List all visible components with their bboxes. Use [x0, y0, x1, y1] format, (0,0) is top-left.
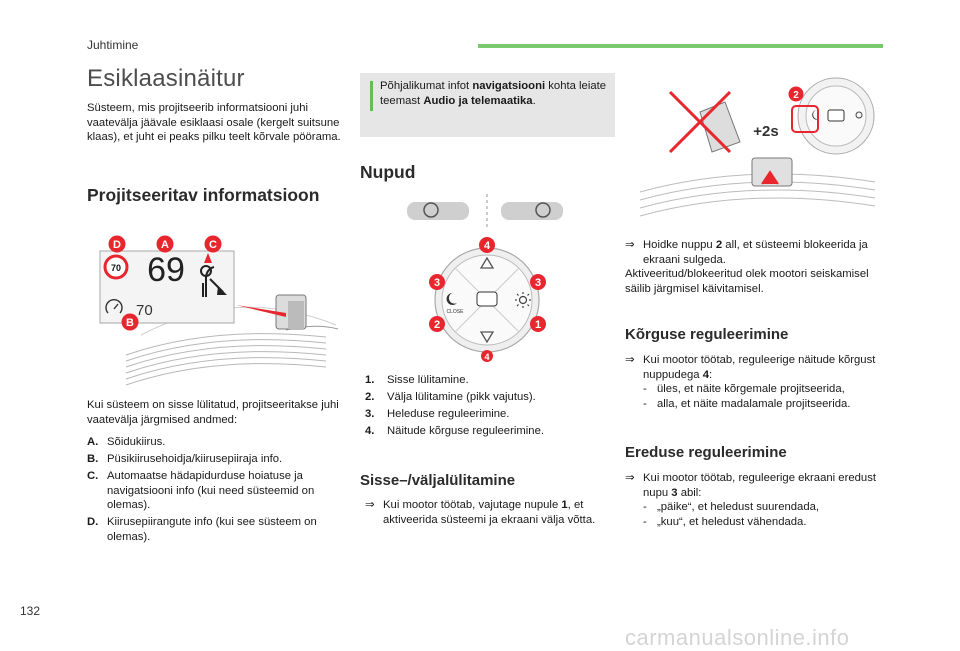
- svg-text:2: 2: [793, 90, 799, 101]
- collision-warning-icon: [204, 253, 212, 263]
- sun-icon: [855, 111, 863, 119]
- bullet-icon: ⇒: [365, 499, 375, 511]
- projected-info-list: A.Sõidukiirus. B.Püsikiirusehoidja/kiiru…: [87, 435, 343, 547]
- button-marker-2: 2: [788, 86, 804, 102]
- heading-projected-info: Projitseeritav informatsioon: [87, 185, 320, 205]
- info-accent-bar: [370, 81, 373, 111]
- svg-text:CLOSE: CLOSE: [447, 309, 465, 315]
- button-marker-4-bottom: 4: [481, 350, 493, 362]
- projection-arrow-icon: [236, 305, 286, 317]
- svg-text:4: 4: [484, 240, 491, 252]
- height-bullet: ⇒ Kui mootor töötab, reguleerige näitude…: [625, 354, 876, 381]
- info-note-box: Põhjalikumat infot navigatsiooni kohta l…: [360, 73, 615, 137]
- list-item: D.Kiirusepiirangute info (kui see süstee…: [87, 516, 317, 543]
- sun-icon: [515, 292, 531, 308]
- projected-lead-text: Kui süsteem on sisse lülitatud, projitse…: [87, 399, 339, 426]
- svg-text:4: 4: [484, 352, 489, 362]
- list-item: -alla, et näite madalamale projitseerida…: [643, 397, 851, 410]
- svg-text:B: B: [126, 317, 134, 329]
- onoff-instruction: ⇒ Kui mootor töötab, vajutage nupule 1, …: [365, 499, 596, 526]
- hold-duration-label: +2s: [753, 123, 778, 140]
- list-item: A.Sõidukiirus.: [87, 436, 166, 448]
- cruise-control-icon: [105, 299, 123, 314]
- list-item: 4.Näitude kõrguse reguleerimine.: [365, 425, 544, 437]
- list-item: -„päike“, et heledust suurendada,: [643, 501, 820, 513]
- bullet-icon: ⇒: [625, 472, 635, 484]
- height-instructions: ⇒ Kui mootor töötab, reguleerige näitude…: [625, 353, 895, 411]
- bullet-icon: ⇒: [625, 239, 635, 251]
- marker-b: B: [121, 313, 139, 331]
- hud-display-illustration: 70 69 70 D A C B: [99, 235, 339, 386]
- button-marker-1: 1: [530, 316, 546, 332]
- list-item: -„kuu“, et heledust vähendada.: [643, 515, 807, 528]
- svg-text:2: 2: [434, 319, 440, 331]
- marker-a: A: [156, 235, 174, 253]
- svg-text:3: 3: [434, 277, 440, 289]
- lock-illustration: 2 +2s: [639, 77, 876, 217]
- section-header: Juhtimine: [87, 38, 139, 52]
- svg-text:1: 1: [535, 319, 541, 331]
- marker-d: D: [108, 235, 126, 253]
- dashboard-lines-icon: [125, 306, 339, 386]
- page-title: Esiklaasinäitur: [87, 65, 245, 92]
- list-item: C.Automaatse hädapidurduse hoiatuse ja n…: [87, 470, 315, 511]
- navigation-arrow-icon: [200, 265, 224, 297]
- page-number: 132: [20, 604, 41, 618]
- brightness-bullet: ⇒ Kui mootor töötab, reguleerige ekraani…: [625, 472, 876, 499]
- cruise-speed-value: 70: [136, 302, 153, 319]
- steering-wheel-icons: [407, 202, 563, 220]
- hud-toggle-icon: [476, 291, 498, 307]
- speed-limit-sign-icon: [103, 254, 129, 280]
- height-down-icon: [479, 331, 495, 344]
- button-marker-2: 2: [429, 316, 445, 332]
- list-item: 2.Välja lülitamine (pikk vajutus).: [365, 391, 536, 403]
- moon-icon: [446, 293, 457, 305]
- list-item: -üles, et näite kõrgemale projitseerida,: [643, 383, 845, 395]
- list-item: 3.Heleduse reguleerimine.: [365, 408, 510, 420]
- list-item: B.Püsikiirusehoidja/kiirusepiiraja info.: [87, 453, 283, 465]
- info-note-text: Põhjalikumat infot navigatsiooni kohta l…: [380, 80, 607, 107]
- brightness-instructions: ⇒ Kui mootor töötab, reguleerige ekraani…: [625, 471, 895, 529]
- button-2-highlight: [791, 105, 819, 133]
- svg-text:D: D: [113, 239, 121, 251]
- speed-limit-value: 70: [111, 263, 121, 273]
- svg-text:3: 3: [535, 277, 541, 289]
- watermark: carmanualsonline.info: [625, 625, 850, 650]
- lock-note: Aktiveeritud/blokeeritud olek mootori se…: [625, 268, 869, 295]
- lock-instruction: ⇒ Hoidke nuppu 2 all, et süsteemi blokee…: [625, 239, 868, 266]
- intro-text: Süsteem, mis projitseerib informatsiooni…: [87, 102, 341, 143]
- svg-text:A: A: [161, 239, 169, 251]
- vehicle-speed: 69: [147, 251, 185, 289]
- bullet-icon: ⇒: [625, 354, 635, 366]
- svg-text:C: C: [209, 239, 217, 251]
- control-panel-illustration: CLOSE 4 3 3 2 1 4: [407, 194, 563, 362]
- list-item: 1.Sisse lülitamine.: [365, 374, 469, 386]
- heading-on-off: Sisse–/väljalülitamine: [360, 472, 516, 489]
- button-marker-3-left: 3: [429, 274, 445, 290]
- heading-height: Kõrguse reguleerimine: [625, 326, 789, 343]
- heading-buttons: Nupud: [360, 162, 416, 182]
- close-arrow-icon: [761, 170, 779, 185]
- height-up-icon: [479, 256, 495, 269]
- buttons-list: 1.Sisse lülitamine. 2.Välja lülitamine (…: [365, 373, 610, 441]
- button-marker-3-right: 3: [530, 274, 546, 290]
- marker-c: C: [204, 235, 222, 253]
- heading-brightness: Ereduse reguleerimine: [625, 444, 787, 461]
- hud-projector-icon: [751, 157, 793, 187]
- header-accent-bar: [478, 44, 883, 48]
- button-marker-4-top: 4: [479, 237, 495, 253]
